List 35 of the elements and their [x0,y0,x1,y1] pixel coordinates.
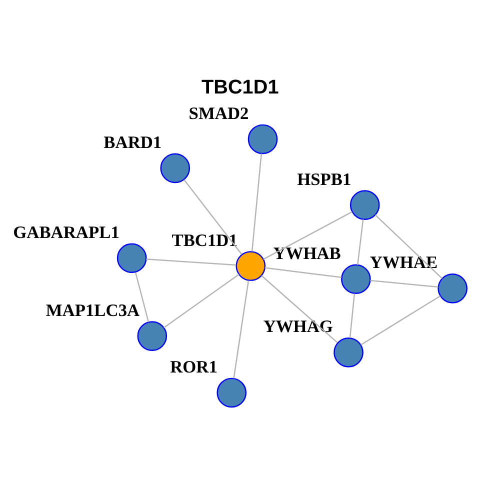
node-circle [334,337,364,367]
diagram-title: TBC1D1 [201,76,279,98]
node-label: MAP1LC3A [46,299,140,320]
node-circle [350,190,380,220]
node-circle [341,264,371,294]
connector [370,279,438,288]
connector [357,218,364,264]
node-label: YWHAE [370,252,438,272]
connector [261,274,338,343]
connector [264,266,342,278]
connector [134,272,150,322]
node-circle [137,320,168,350]
node-circle [248,124,278,154]
node-circle [116,242,147,273]
node-label: YWHAB [273,242,341,262]
connector [374,214,443,278]
node-circle [236,250,266,280]
connector [184,178,242,254]
node-label: TBC1D1 [172,229,238,250]
node-circle [438,272,468,303]
connector [163,273,240,328]
node-label: BARD1 [104,131,162,152]
node-label: GABARAPL1 [13,221,120,242]
connector [360,294,441,345]
connector [263,210,352,260]
connector [233,280,250,378]
node-circle [216,377,247,408]
node-label: YWHAG [263,316,333,336]
node-circle [160,152,190,183]
node-label: SMAD2 [188,102,249,122]
node-label: HSPB1 [297,168,352,188]
connector [349,293,356,338]
connector [146,258,236,266]
connector [251,153,262,252]
node-label: ROR1 [170,356,218,376]
